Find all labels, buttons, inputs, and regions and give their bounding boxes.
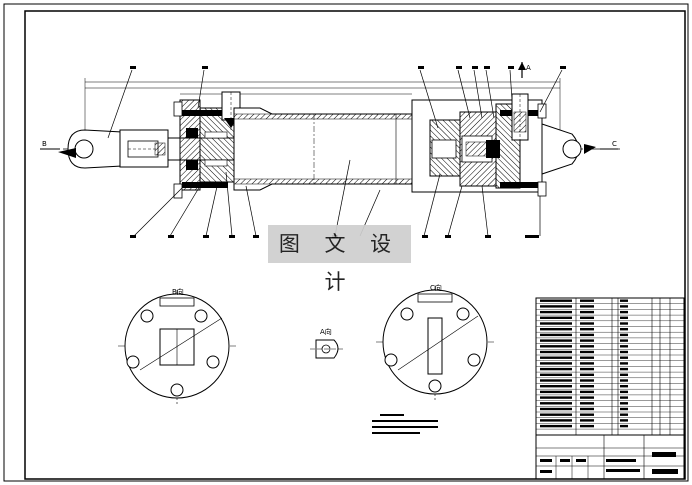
parts-row-mark	[540, 373, 572, 376]
parts-row-mark	[580, 367, 594, 371]
parts-row-mark	[580, 362, 594, 365]
parts-row-mark	[580, 407, 594, 411]
parts-row-mark	[580, 328, 594, 331]
parts-row-mark	[580, 379, 594, 382]
parts-row-mark	[580, 356, 594, 359]
parts-row-mark	[620, 402, 628, 405]
parts-row-mark	[620, 333, 628, 337]
parts-row-mark	[620, 390, 628, 394]
parts-list-rows	[536, 299, 684, 430]
parts-row-mark	[620, 367, 628, 371]
section-label-b: B	[42, 140, 47, 148]
view-c-flange: C向	[376, 283, 494, 400]
parts-row-mark	[580, 345, 594, 348]
view-b-label: B向	[172, 287, 184, 296]
parts-row-mark	[540, 299, 572, 302]
parts-row-mark	[540, 390, 572, 394]
parts-row-mark	[540, 367, 572, 371]
parts-row-mark	[580, 396, 594, 399]
parts-row-mark	[540, 362, 572, 365]
technical-notes	[372, 414, 438, 434]
parts-row-mark	[540, 356, 572, 359]
parts-row-mark	[540, 328, 572, 331]
parts-row-mark	[580, 419, 594, 422]
parts-row-mark	[620, 345, 628, 348]
parts-row-mark	[580, 322, 594, 325]
parts-row-mark	[540, 413, 572, 416]
parts-row-mark	[620, 310, 628, 314]
parts-row-mark	[580, 350, 594, 354]
parts-row-mark	[620, 305, 628, 308]
view-c-label: C向	[430, 283, 442, 292]
parts-row-mark	[580, 385, 594, 388]
parts-row-mark	[540, 345, 572, 348]
cylinder-assembly: A B C	[40, 62, 620, 238]
parts-row-mark	[620, 350, 628, 354]
parts-row-mark	[540, 424, 572, 428]
parts-row-mark	[540, 396, 572, 399]
parts-row-mark	[540, 333, 572, 337]
parts-row-mark	[580, 339, 594, 342]
parts-row-mark	[580, 402, 594, 405]
parts-row-mark	[620, 424, 628, 428]
parts-row-mark	[580, 390, 594, 394]
parts-row-mark	[580, 310, 594, 314]
parts-row-mark	[540, 379, 572, 382]
parts-row-mark	[540, 322, 572, 325]
parts-row-mark	[540, 339, 572, 342]
parts-row-mark	[620, 373, 628, 376]
parts-row-mark	[540, 310, 572, 314]
parts-row-mark	[620, 316, 628, 319]
parts-row-mark	[580, 333, 594, 337]
parts-row-mark	[620, 419, 628, 422]
parts-row-mark	[620, 407, 628, 411]
view-a-detail: A向	[310, 327, 344, 359]
parts-row-mark	[540, 316, 572, 319]
parts-row-mark	[580, 299, 594, 302]
outer-border	[3, 3, 689, 482]
watermark: 图 文 设 计	[268, 225, 411, 294]
parts-row-mark	[540, 407, 572, 411]
parts-row-mark	[620, 362, 628, 365]
section-label-c: C	[612, 140, 617, 148]
parts-row-mark	[540, 419, 572, 422]
view-b-flange: B向	[118, 287, 236, 404]
parts-row-mark	[620, 385, 628, 388]
parts-row-mark	[580, 373, 594, 376]
parts-row-mark	[620, 356, 628, 359]
parts-row-mark	[620, 328, 628, 331]
parts-row-mark	[540, 350, 572, 354]
parts-row-mark	[580, 413, 594, 416]
parts-row-mark	[620, 339, 628, 342]
parts-row-mark	[620, 299, 628, 302]
inner-border	[24, 10, 686, 480]
parts-row-mark	[540, 305, 572, 308]
view-a-label: A向	[320, 327, 332, 336]
parts-row-mark	[540, 385, 572, 388]
parts-row-mark	[580, 305, 594, 308]
parts-row-mark	[580, 424, 594, 428]
parts-row-mark	[620, 396, 628, 399]
parts-row-mark	[620, 379, 628, 382]
parts-row-mark	[620, 322, 628, 325]
section-label-a: A	[526, 64, 531, 72]
title-block	[535, 434, 685, 480]
parts-row-mark	[620, 413, 628, 416]
parts-row-mark	[540, 402, 572, 405]
parts-row-mark	[580, 316, 594, 319]
